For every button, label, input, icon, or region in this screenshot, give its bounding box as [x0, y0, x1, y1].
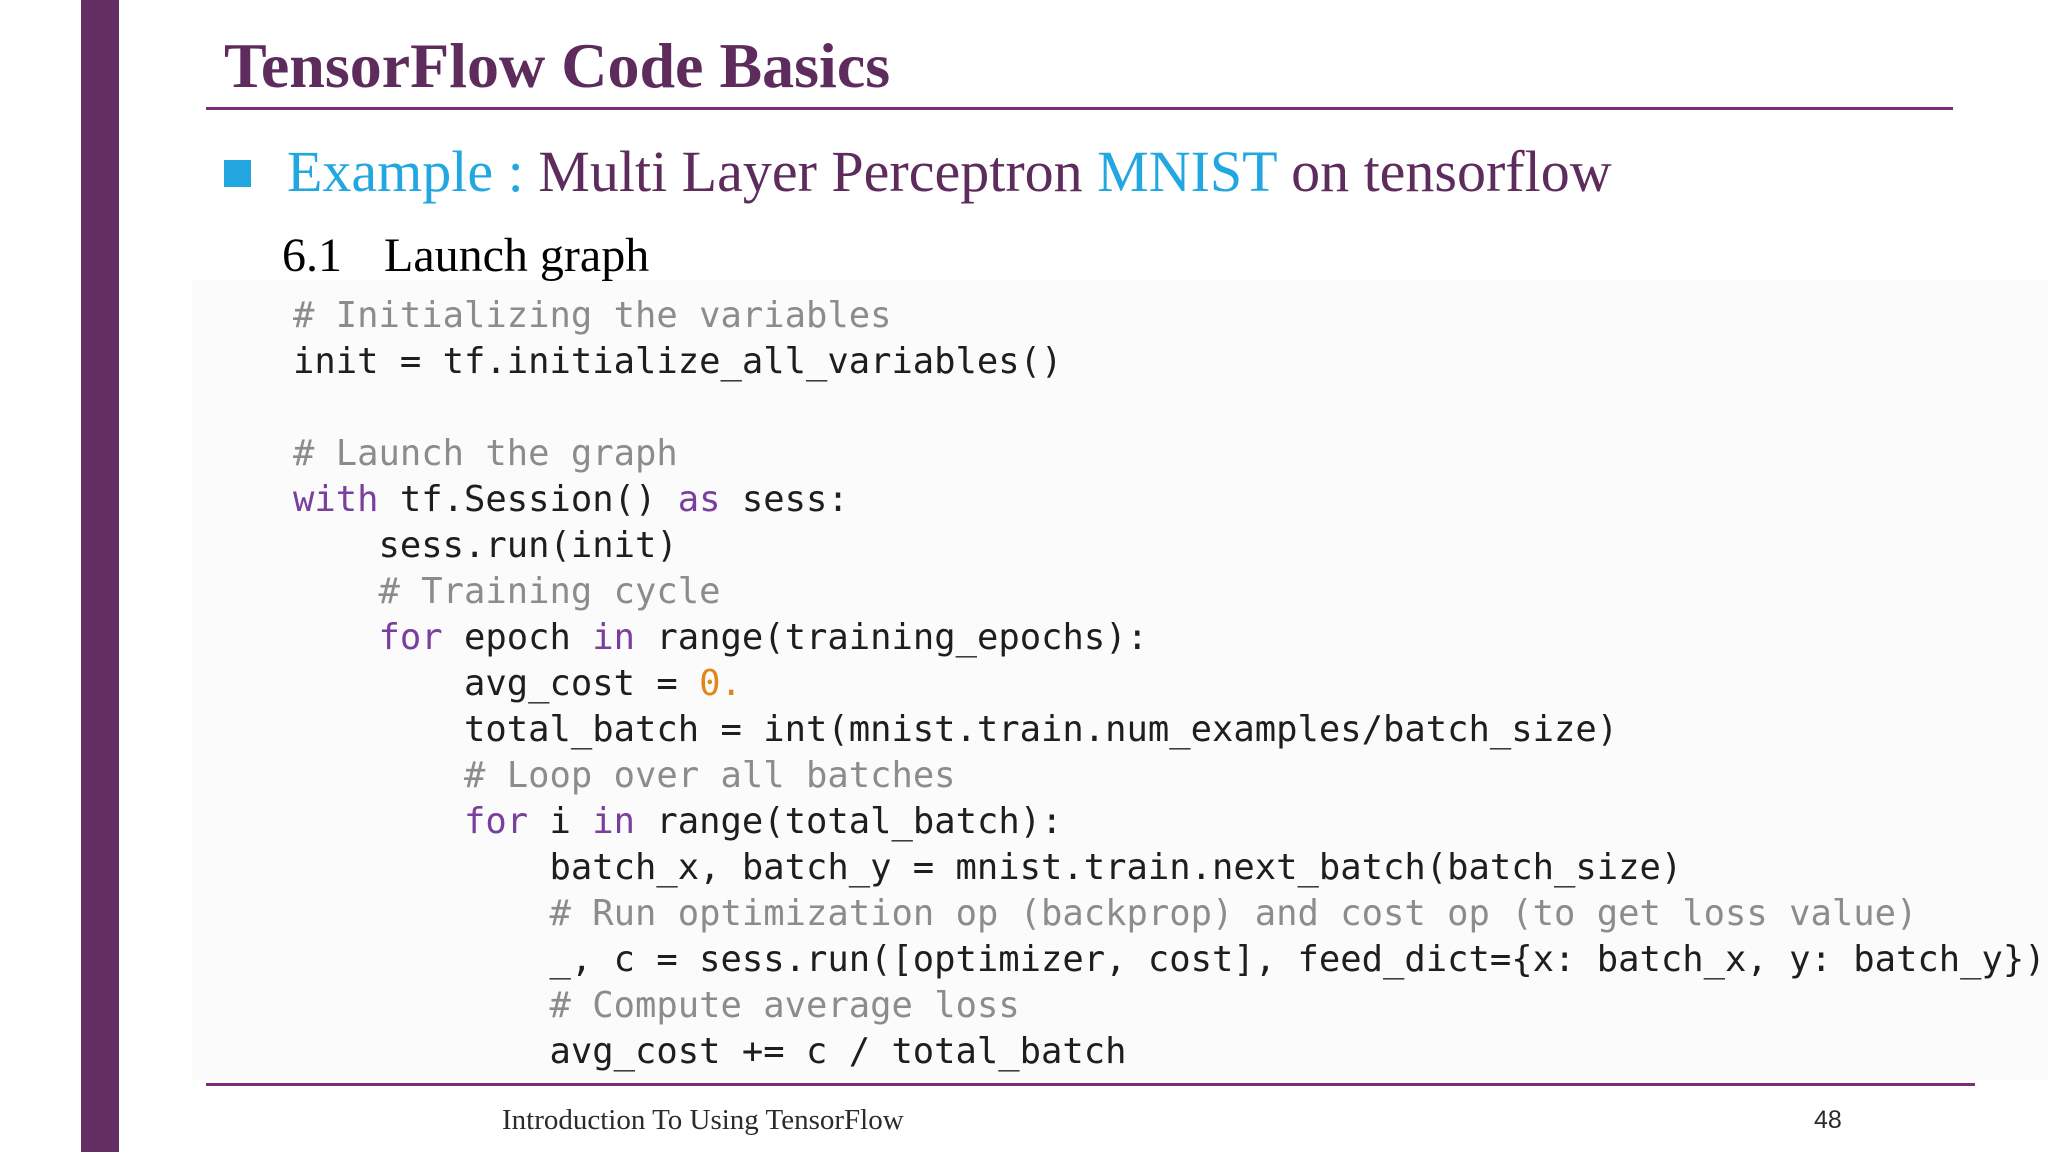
- code-keyword: in: [592, 801, 635, 842]
- left-accent-bar: [81, 0, 119, 1152]
- code-comment: # Compute average loss: [549, 985, 1020, 1026]
- code-line: avg_cost += c / total_batch: [293, 1029, 2046, 1075]
- code-text: sess:: [720, 479, 849, 520]
- code-line: [293, 385, 2046, 431]
- code-text: total_batch = int(mnist.train.num_exampl…: [293, 709, 1619, 750]
- code-text: tf.Session(): [378, 479, 678, 520]
- footer-divider: [206, 1083, 1975, 1086]
- bullet-line: Example : Multi Layer Perceptron MNIST o…: [224, 134, 1612, 210]
- code-line: with tf.Session() as sess:: [293, 477, 2046, 523]
- code-line: # Launch the graph: [293, 431, 2046, 477]
- section-number: 6.1: [282, 229, 342, 282]
- code-line: for epoch in range(training_epochs):: [293, 615, 2046, 661]
- code-block: # Initializing the variables init = tf.in…: [293, 293, 2046, 1075]
- code-line: avg_cost = 0.: [293, 661, 2046, 707]
- code-comment: # Launch the graph: [293, 433, 678, 474]
- slide-title: TensorFlow Code Basics: [224, 30, 891, 101]
- code-text: epoch: [442, 617, 593, 658]
- code-keyword: in: [592, 617, 635, 658]
- bullet-text-2: on tensorflow: [1276, 139, 1612, 204]
- code-comment: # Initializing the variables: [293, 295, 892, 336]
- code-line: # Initializing the variables: [293, 293, 2046, 339]
- code-text: batch_x, batch_y = mnist.train.next_batc…: [293, 847, 1683, 888]
- page-number: 48: [1814, 1106, 1842, 1134]
- section-heading: 6.1 Launch graph: [282, 223, 649, 289]
- code-text: [293, 571, 379, 612]
- code-text: avg_cost =: [293, 663, 700, 704]
- code-text: [293, 893, 549, 934]
- code-keyword: as: [677, 479, 721, 520]
- section-title: Launch graph: [384, 229, 650, 282]
- code-text: range(training_epochs):: [635, 617, 1148, 658]
- code-line: _, c = sess.run([optimizer, cost], feed_…: [293, 937, 2046, 983]
- code-line: # Compute average loss: [293, 983, 2046, 1029]
- code-line: # Loop over all batches: [293, 753, 2046, 799]
- footer-text: Introduction To Using TensorFlow: [502, 1104, 904, 1136]
- code-comment: # Run optimization op (backprop) and cos…: [549, 893, 1918, 934]
- code-line: # Run optimization op (backprop) and cos…: [293, 891, 2046, 937]
- bullet-highlight: MNIST: [1097, 139, 1277, 204]
- code-line: batch_x, batch_y = mnist.train.next_batc…: [293, 845, 2046, 891]
- code-text: i: [528, 801, 593, 842]
- code-text: _, c = sess.run([optimizer, cost], feed_…: [293, 939, 2046, 980]
- square-bullet-icon: [224, 160, 251, 187]
- code-text: [293, 801, 464, 842]
- code-line: init = tf.initialize_all_variables(): [293, 339, 2046, 385]
- code-keyword: for: [463, 801, 529, 842]
- code-text: sess.run(init): [293, 525, 678, 566]
- code-number: 0.: [699, 663, 742, 704]
- code-text: [293, 617, 379, 658]
- bullet-text-1: Multi Layer Perceptron: [523, 139, 1098, 204]
- code-text: init = tf.initialize_all_variables(): [293, 341, 1063, 382]
- code-text: [293, 985, 549, 1026]
- code-line: total_batch = int(mnist.train.num_exampl…: [293, 707, 2046, 753]
- code-background: [192, 280, 2048, 1080]
- code-line: # Training cycle: [293, 569, 2046, 615]
- code-keyword: with: [293, 479, 379, 520]
- code-comment: # Loop over all batches: [463, 755, 956, 796]
- code-line: for i in range(total_batch):: [293, 799, 2046, 845]
- code-text: [293, 755, 464, 796]
- code-text: avg_cost += c / total_batch: [293, 1031, 1127, 1072]
- title-divider: [206, 107, 1953, 110]
- code-keyword: for: [378, 617, 443, 658]
- example-prefix: Example :: [287, 139, 524, 204]
- code-line: sess.run(init): [293, 523, 2046, 569]
- code-comment: # Training cycle: [378, 571, 721, 612]
- code-text: range(total_batch):: [634, 801, 1063, 842]
